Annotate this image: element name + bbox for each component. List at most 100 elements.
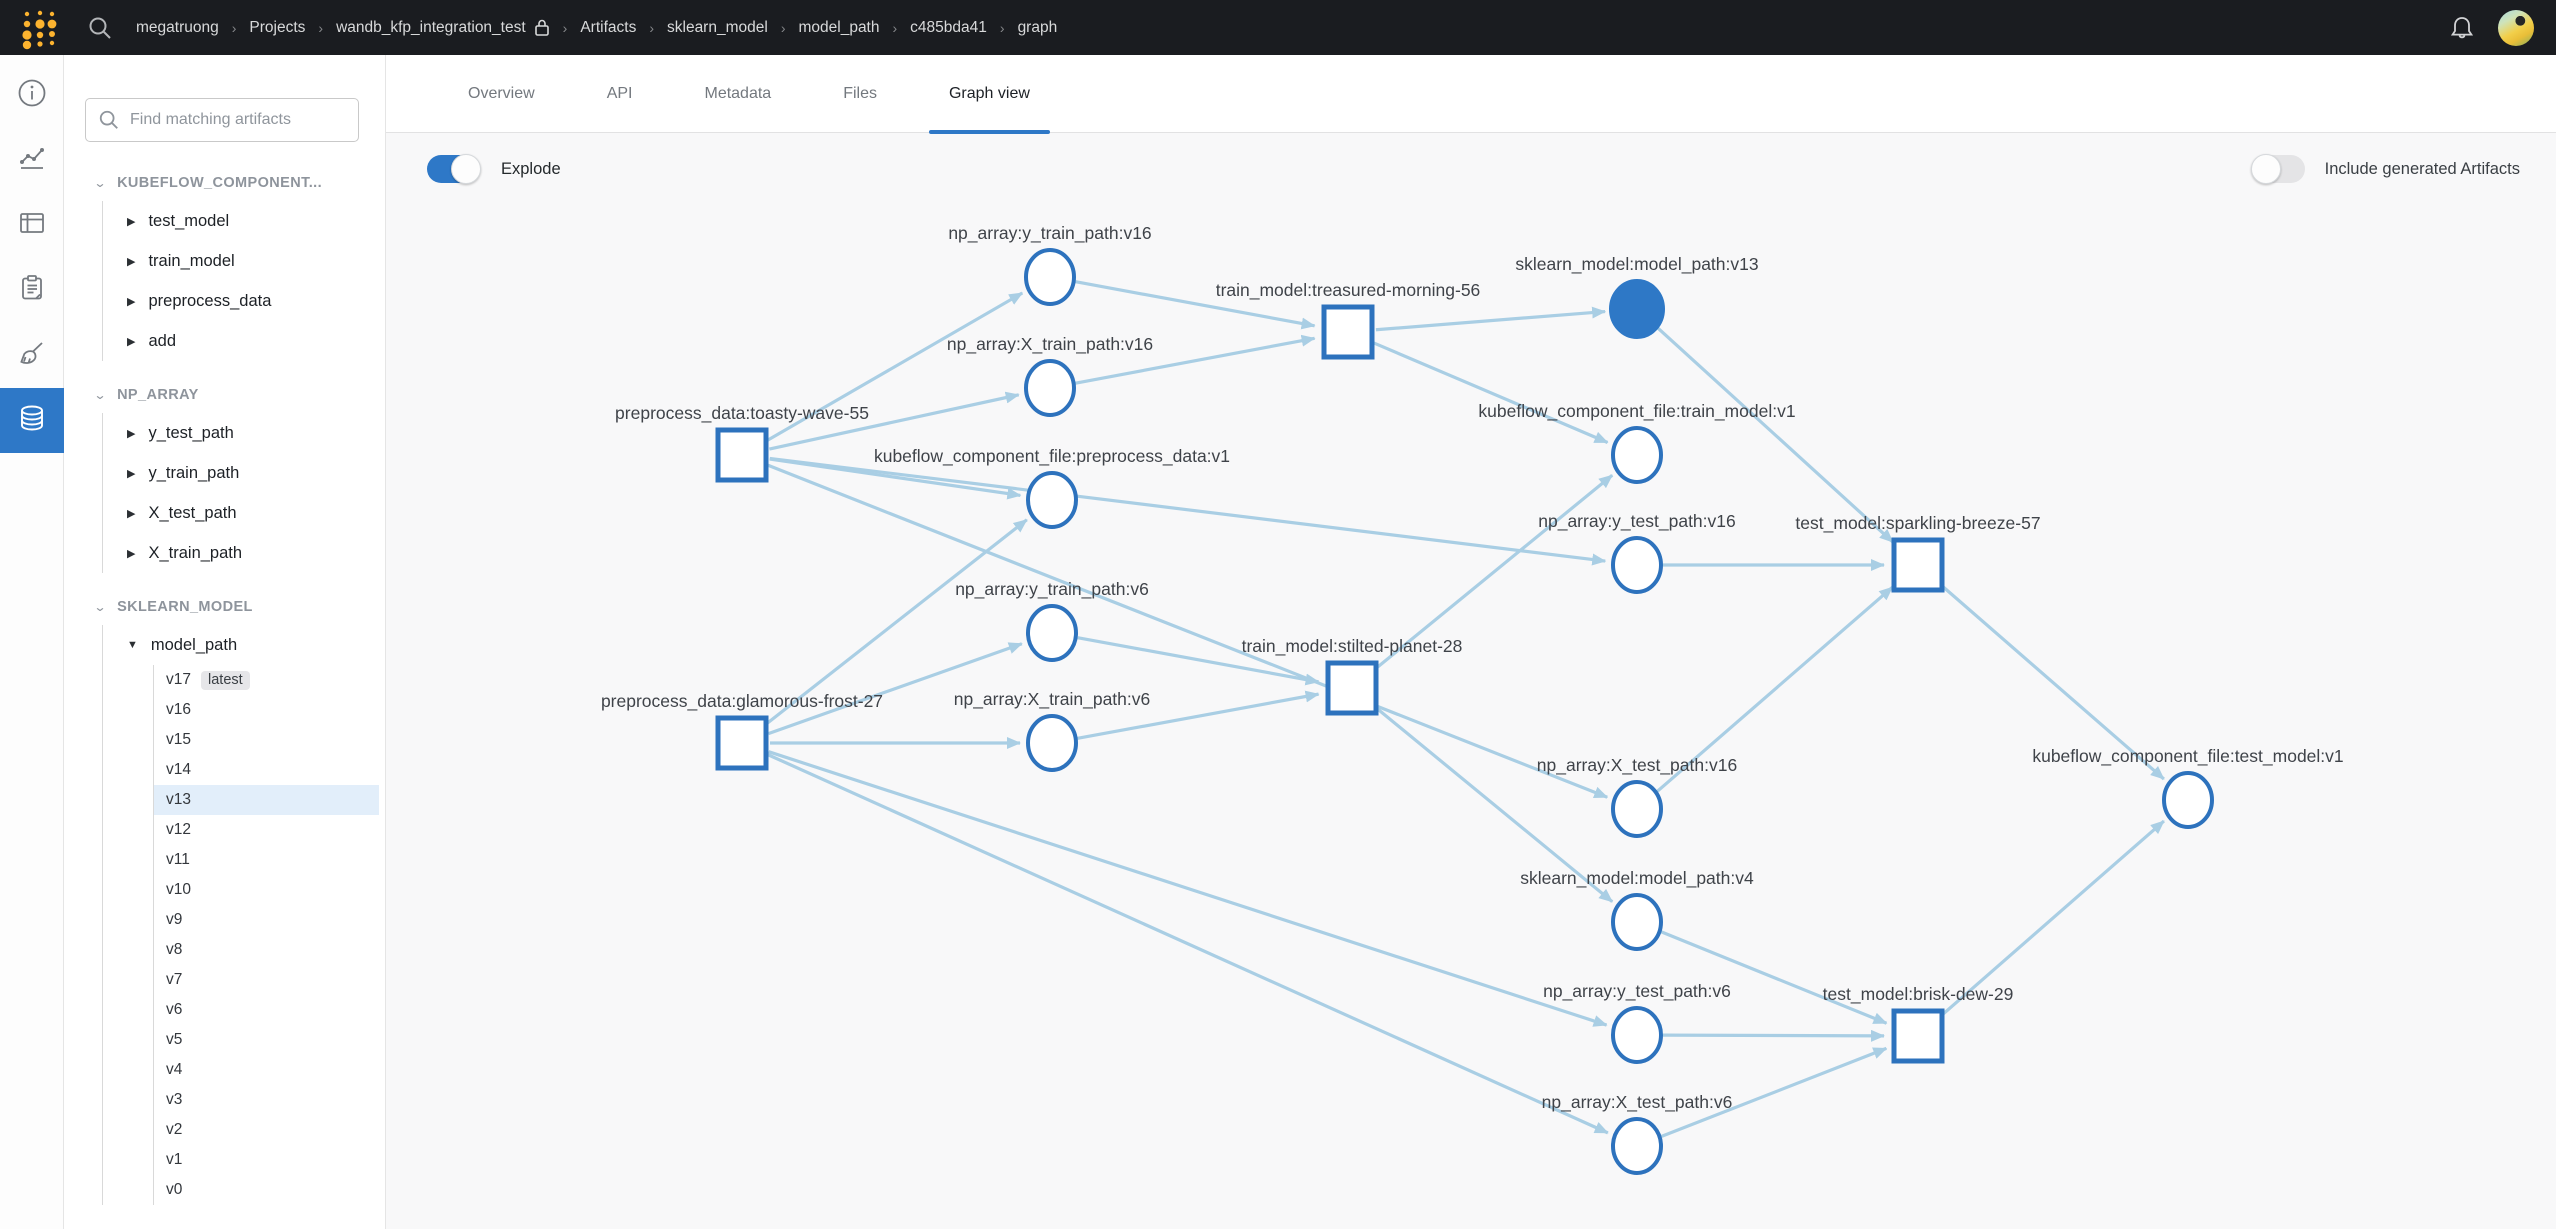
nav-search-icon[interactable] xyxy=(80,8,120,48)
rail-item-reports[interactable] xyxy=(0,258,64,323)
breadcrumb-item-wandb_kfp_integration_test[interactable]: wandb_kfp_integration_test xyxy=(336,18,526,36)
tab-graph-view[interactable]: Graph view xyxy=(928,55,1050,134)
graph-node-np_array:y_test_path:v6[interactable]: np_array:y_test_path:v6 xyxy=(1543,981,1731,1064)
version-row-v6[interactable]: v6 xyxy=(154,995,379,1025)
tree-item-y_test_path[interactable]: ▶y_test_path xyxy=(103,413,379,453)
version-row-v3[interactable]: v3 xyxy=(154,1085,379,1115)
graph-node-test_model:sparkling-breeze-57[interactable]: test_model:sparkling-breeze-57 xyxy=(1795,513,2041,593)
version-row-v2[interactable]: v2 xyxy=(154,1115,379,1145)
version-row-v7[interactable]: v7 xyxy=(154,965,379,995)
graph-node-train_model:stilted-planet-28[interactable]: train_model:stilted-planet-28 xyxy=(1242,636,1463,716)
graph-node-preprocess_data:glamorous-frost-27[interactable]: preprocess_data:glamorous-frost-27 xyxy=(601,691,883,771)
graph-node-np_array:X_train_path:v16[interactable]: np_array:X_train_path:v16 xyxy=(947,334,1153,417)
graph-node-np_array:X_train_path:v6[interactable]: np_array:X_train_path:v6 xyxy=(954,689,1151,772)
version-row-v11[interactable]: v11 xyxy=(154,845,379,875)
tree-item-model_path[interactable]: ▼model_path xyxy=(103,625,379,665)
version-row-v13[interactable]: v13 xyxy=(154,785,379,815)
version-row-v9[interactable]: v9 xyxy=(154,905,379,935)
version-row-v0[interactable]: v0 xyxy=(154,1175,379,1205)
graph-node-label[interactable]: np_array:X_test_path:v6 xyxy=(1542,1092,1733,1113)
tree-section-header[interactable]: ⌄NP_ARRAY xyxy=(64,377,379,413)
graph-node-label[interactable]: kubeflow_component_file:train_model:v1 xyxy=(1478,401,1795,422)
version-row-v14[interactable]: v14 xyxy=(154,755,379,785)
graph-node-label[interactable]: sklearn_model:model_path:v13 xyxy=(1515,254,1758,275)
rail-item-artifacts[interactable] xyxy=(0,388,64,453)
version-row-v1[interactable]: v1 xyxy=(154,1145,379,1175)
graph-node-np_array:y_train_path:v16[interactable]: np_array:y_train_path:v16 xyxy=(948,223,1152,306)
graph-edge-pp55-to-ytr16 xyxy=(765,291,1024,443)
tree-section-header[interactable]: ⌄KUBEFLOW_COMPONENT... xyxy=(64,165,379,201)
graph-node-test_model:brisk-dew-29[interactable]: test_model:brisk-dew-29 xyxy=(1823,984,2014,1064)
include-generated-artifacts-toggle[interactable] xyxy=(2250,154,2305,184)
graph-node-label[interactable]: test_model:brisk-dew-29 xyxy=(1823,984,2014,1005)
version-row-v4[interactable]: v4 xyxy=(154,1055,379,1085)
graph-node-label[interactable]: np_array:y_test_path:v16 xyxy=(1538,511,1736,532)
tree-item-X_train_path[interactable]: ▶X_train_path xyxy=(103,533,379,573)
graph-node-label[interactable]: kubeflow_component_file:preprocess_data:… xyxy=(874,446,1230,467)
tree-item-y_train_path[interactable]: ▶y_train_path xyxy=(103,453,379,493)
rail-item-info[interactable] xyxy=(0,63,64,128)
graph-node-label[interactable]: np_array:X_train_path:v6 xyxy=(954,689,1151,710)
version-row-v12[interactable]: v12 xyxy=(154,815,379,845)
notifications-bell-icon[interactable] xyxy=(2442,8,2482,48)
tree-item-train_model[interactable]: ▶train_model xyxy=(103,241,379,281)
graph-node-label[interactable]: preprocess_data:toasty-wave-55 xyxy=(615,403,869,424)
graph-node-label[interactable]: kubeflow_component_file:test_model:v1 xyxy=(2032,746,2343,767)
graph-node-train_model:treasured-morning-56[interactable]: train_model:treasured-morning-56 xyxy=(1216,280,1481,360)
tree-item-test_model[interactable]: ▶test_model xyxy=(103,201,379,241)
graph-node-kubeflow_component_file:test_model:v1[interactable]: kubeflow_component_file:test_model:v1 xyxy=(2032,746,2344,829)
graph-node-label[interactable]: train_model:stilted-planet-28 xyxy=(1242,636,1463,657)
wandb-logo-icon[interactable] xyxy=(10,0,66,55)
graph-node-np_array:y_train_path:v6[interactable]: np_array:y_train_path:v6 xyxy=(955,579,1149,662)
search-input[interactable] xyxy=(130,111,340,129)
version-row-v10[interactable]: v10 xyxy=(154,875,379,905)
rail-item-charts[interactable] xyxy=(0,128,64,193)
graph-node-kubeflow_component_file:preprocess_data:v1[interactable]: kubeflow_component_file:preprocess_data:… xyxy=(874,446,1230,529)
breadcrumb-item-megatruong[interactable]: megatruong xyxy=(136,18,219,36)
tab-metadata[interactable]: Metadata xyxy=(704,84,772,102)
breadcrumb-item-Projects[interactable]: Projects xyxy=(249,18,306,36)
graph-edge-xte6-to-bd29 xyxy=(1660,1046,1888,1139)
tree-item-X_test_path[interactable]: ▶X_test_path xyxy=(103,493,379,533)
breadcrumb-item-graph[interactable]: graph xyxy=(1017,18,1058,36)
explode-toggle[interactable] xyxy=(427,154,481,184)
graph-node-label[interactable]: train_model:treasured-morning-56 xyxy=(1216,280,1481,301)
graph-node-label[interactable]: sklearn_model:model_path:v4 xyxy=(1520,868,1754,889)
graph-node-preprocess_data:toasty-wave-55[interactable]: preprocess_data:toasty-wave-55 xyxy=(615,403,869,483)
user-avatar[interactable] xyxy=(2498,9,2534,46)
graph-node-label[interactable]: np_array:y_train_path:v6 xyxy=(955,579,1149,600)
breadcrumb-item-sklearn_model[interactable]: sklearn_model xyxy=(667,18,768,36)
tree-item-add[interactable]: ▶add xyxy=(103,321,379,361)
breadcrumb-item-model_path[interactable]: model_path xyxy=(798,18,880,36)
artifact-node-circle xyxy=(1611,780,1663,838)
rail-item-table[interactable] xyxy=(0,193,64,258)
graph-node-np_array:X_test_path:v16[interactable]: np_array:X_test_path:v16 xyxy=(1537,755,1737,838)
graph-node-label[interactable]: preprocess_data:glamorous-frost-27 xyxy=(601,691,883,712)
tree-item-preprocess_data[interactable]: ▶preprocess_data xyxy=(103,281,379,321)
graph-node-label[interactable]: np_array:X_test_path:v16 xyxy=(1537,755,1737,776)
graph-edge-ytr16-to-tm56 xyxy=(1075,280,1316,330)
breadcrumb-item-Artifacts[interactable]: Artifacts xyxy=(580,18,637,36)
tab-overview[interactable]: Overview xyxy=(468,84,535,102)
graph-node-np_array:y_test_path:v16[interactable]: np_array:y_test_path:v16 xyxy=(1538,511,1736,594)
graph-node-np_array:X_test_path:v6[interactable]: np_array:X_test_path:v6 xyxy=(1542,1092,1733,1175)
artifact-search-box[interactable] xyxy=(85,98,359,142)
graph-node-label[interactable]: np_array:y_train_path:v16 xyxy=(948,223,1151,244)
graph-node-label[interactable]: np_array:X_train_path:v16 xyxy=(947,334,1153,355)
version-row-v15[interactable]: v15 xyxy=(154,725,379,755)
graph-node-kubeflow_component_file:train_model:v1[interactable]: kubeflow_component_file:train_model:v1 xyxy=(1478,401,1796,484)
tab-files[interactable]: Files xyxy=(843,84,877,102)
version-row-v5[interactable]: v5 xyxy=(154,1025,379,1055)
version-row-v8[interactable]: v8 xyxy=(154,935,379,965)
graph-node-sklearn_model:model_path:v13[interactable]: sklearn_model:model_path:v13 xyxy=(1515,254,1759,339)
graph-node-label[interactable]: np_array:y_test_path:v6 xyxy=(1543,981,1731,1002)
tab-api[interactable]: API xyxy=(606,84,633,102)
graph-node-label[interactable]: test_model:sparkling-breeze-57 xyxy=(1795,513,2040,534)
graph-canvas[interactable] xyxy=(386,133,2556,1229)
tree-section-header[interactable]: ⌄SKLEARN_MODEL xyxy=(64,589,379,625)
graph-node-sklearn_model:model_path:v4[interactable]: sklearn_model:model_path:v4 xyxy=(1520,868,1754,951)
version-row-v16[interactable]: v16 xyxy=(154,695,379,725)
rail-item-sweeps[interactable] xyxy=(0,323,64,388)
breadcrumb-item-c485bda41[interactable]: c485bda41 xyxy=(910,18,987,36)
